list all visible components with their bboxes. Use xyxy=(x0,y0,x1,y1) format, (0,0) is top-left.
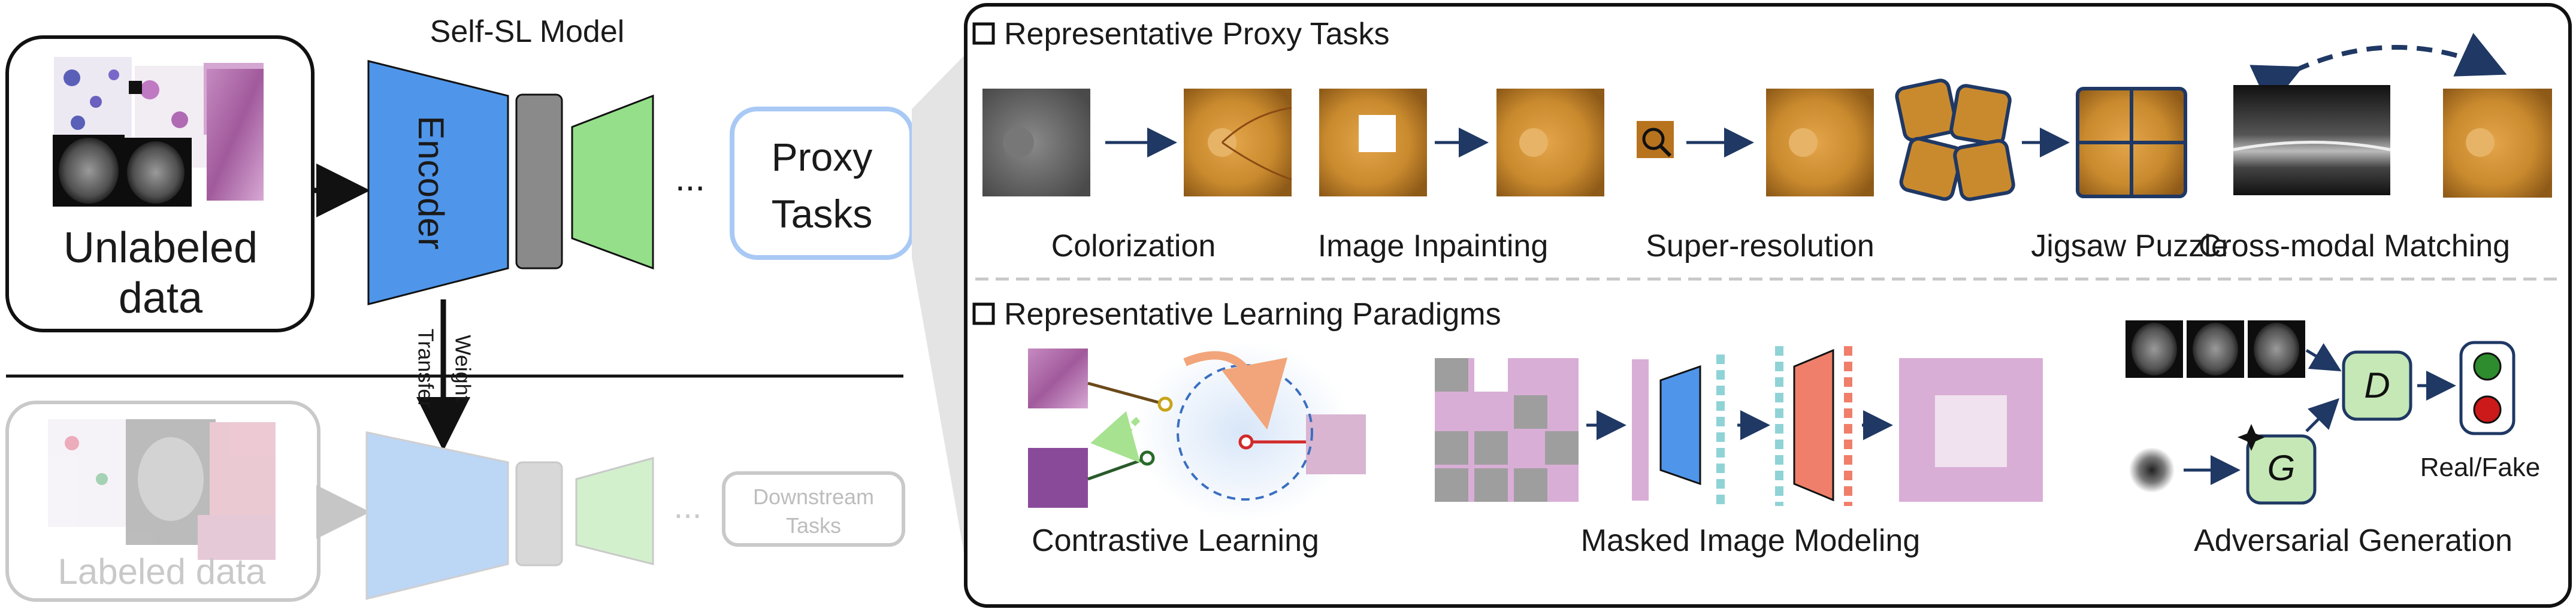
masked-image-modeling-illustration xyxy=(1435,346,2043,506)
projection-wedge xyxy=(912,54,966,563)
task-inpainting: Image Inpainting xyxy=(1318,229,1549,263)
task-super-resolution: Super-resolution xyxy=(1646,229,1874,263)
learning-section-checkbox xyxy=(972,302,995,325)
generator-block xyxy=(2246,434,2317,505)
weight-label: Weight xyxy=(451,335,475,401)
faded-green-block xyxy=(575,457,654,565)
proxy-section-title: Representative Proxy Tasks xyxy=(1004,17,1390,51)
discriminator-label: D xyxy=(2364,365,2390,405)
paradigm-contrastive: Contrastive Learning xyxy=(1032,523,1319,558)
proxy-label-line2: Tasks xyxy=(772,192,873,236)
unlabeled-label-line1: Unlabeled xyxy=(64,224,258,272)
ellipsis-top: ... xyxy=(675,158,705,198)
learning-section-title: Representative Learning Paradigms xyxy=(1004,297,1501,332)
colorization-illustration xyxy=(982,89,1292,196)
unlabeled-image-collage xyxy=(53,57,264,207)
proxy-section-checkbox xyxy=(972,22,995,45)
fine-tuned-encoder-block xyxy=(365,431,509,600)
paradigm-adversarial: Adversarial Generation xyxy=(2194,523,2512,558)
downstream-label-line1: Downstream xyxy=(753,484,874,509)
model-title: Self-SL Model xyxy=(430,14,625,49)
task-jigsaw: Jigsaw Puzzle xyxy=(2031,229,2228,263)
inpainting-illustration xyxy=(1319,89,1604,196)
unlabeled-label-line2: data xyxy=(119,274,203,322)
gray-middle-block xyxy=(515,93,563,269)
magnifier-icon xyxy=(1642,128,1665,150)
faded-gray-block xyxy=(515,461,563,566)
labeled-image-collage xyxy=(48,419,276,560)
cross-modal-illustration xyxy=(2233,32,2552,198)
downstream-tasks-box xyxy=(722,471,905,547)
contrastive-illustration xyxy=(1028,341,1366,521)
real-fake-label: Real/Fake xyxy=(2420,453,2541,482)
transfer-label: Transfer xyxy=(413,329,438,408)
discriminator-block xyxy=(2342,350,2412,421)
task-cross-modal: Cross-modal Matching xyxy=(2199,229,2510,263)
encoder-label: Encoder xyxy=(411,116,451,249)
proxy-label-line1: Proxy xyxy=(772,135,873,179)
jigsaw-illustration xyxy=(1895,78,2187,201)
sparkle-icon xyxy=(2238,424,2265,451)
decoder-green-block xyxy=(571,94,654,270)
super-resolution-illustration xyxy=(1637,89,1874,196)
mim-encoder-block xyxy=(1659,365,1701,486)
downstream-label-line2: Tasks xyxy=(786,513,841,538)
labeled-label: Labeled data xyxy=(58,552,267,592)
ellipsis-bottom: ... xyxy=(674,487,702,525)
mim-decoder-block xyxy=(1793,349,1834,502)
generator-label: G xyxy=(2267,448,2296,488)
task-colorization: Colorization xyxy=(1051,229,1216,263)
adversarial-illustration: G D xyxy=(2125,320,2515,505)
paradigm-masked: Masked Image Modeling xyxy=(1581,523,1921,558)
puzzle-piece-icon xyxy=(1895,78,1958,142)
encoder-block xyxy=(367,60,509,305)
